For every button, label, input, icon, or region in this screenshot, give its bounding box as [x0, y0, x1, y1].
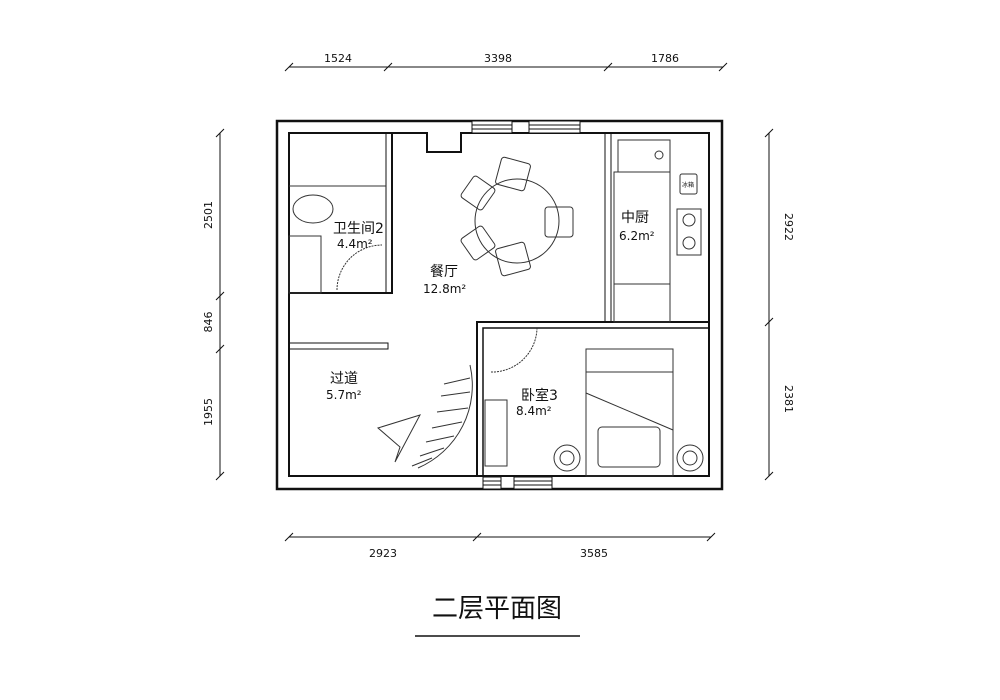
- room-name-hallway: 过道: [330, 371, 358, 387]
- dim-left-3: 1955: [202, 398, 215, 426]
- room-area-hallway: 5.7m²: [326, 388, 362, 402]
- fridge-label: 冰箱: [682, 181, 694, 189]
- drawing-title: 二层平面图: [432, 594, 562, 624]
- dim-bottom-1: 2923: [369, 547, 397, 560]
- dim-left-1: 2501: [202, 201, 215, 229]
- room-labels: 卫生间2 4.4m² 餐厅 12.8m² 中厨 6.2m² 过道 5.7m² 卧…: [326, 181, 694, 418]
- room-name-kitchen: 中厨: [621, 210, 649, 226]
- dimension-lines: [215, 62, 774, 542]
- dim-top-3: 1786: [651, 52, 679, 65]
- windows: [471, 120, 581, 490]
- dim-top-2: 3398: [484, 52, 512, 65]
- dim-left-2: 846: [202, 312, 215, 333]
- chair: [460, 156, 574, 277]
- room-area-kitchen: 6.2m²: [619, 229, 655, 243]
- room-name-bathroom: 卫生间2: [333, 221, 384, 237]
- dim-right-1: 2922: [782, 213, 795, 241]
- room-area-bathroom: 4.4m²: [337, 237, 373, 251]
- dimension-labels: 1524 3398 1786 2923 3585 2501 846 1955 2…: [202, 52, 795, 560]
- room-area-bedroom: 8.4m²: [516, 404, 552, 418]
- dim-right-2: 2381: [782, 385, 795, 413]
- dim-bottom-2: 3585: [580, 547, 608, 560]
- furniture: [288, 139, 704, 477]
- room-area-dining: 12.8m²: [423, 282, 466, 296]
- room-name-dining: 餐厅: [430, 264, 458, 280]
- walls: [275, 119, 724, 491]
- dim-top-1: 1524: [324, 52, 352, 65]
- room-name-bedroom: 卧室3: [521, 387, 558, 404]
